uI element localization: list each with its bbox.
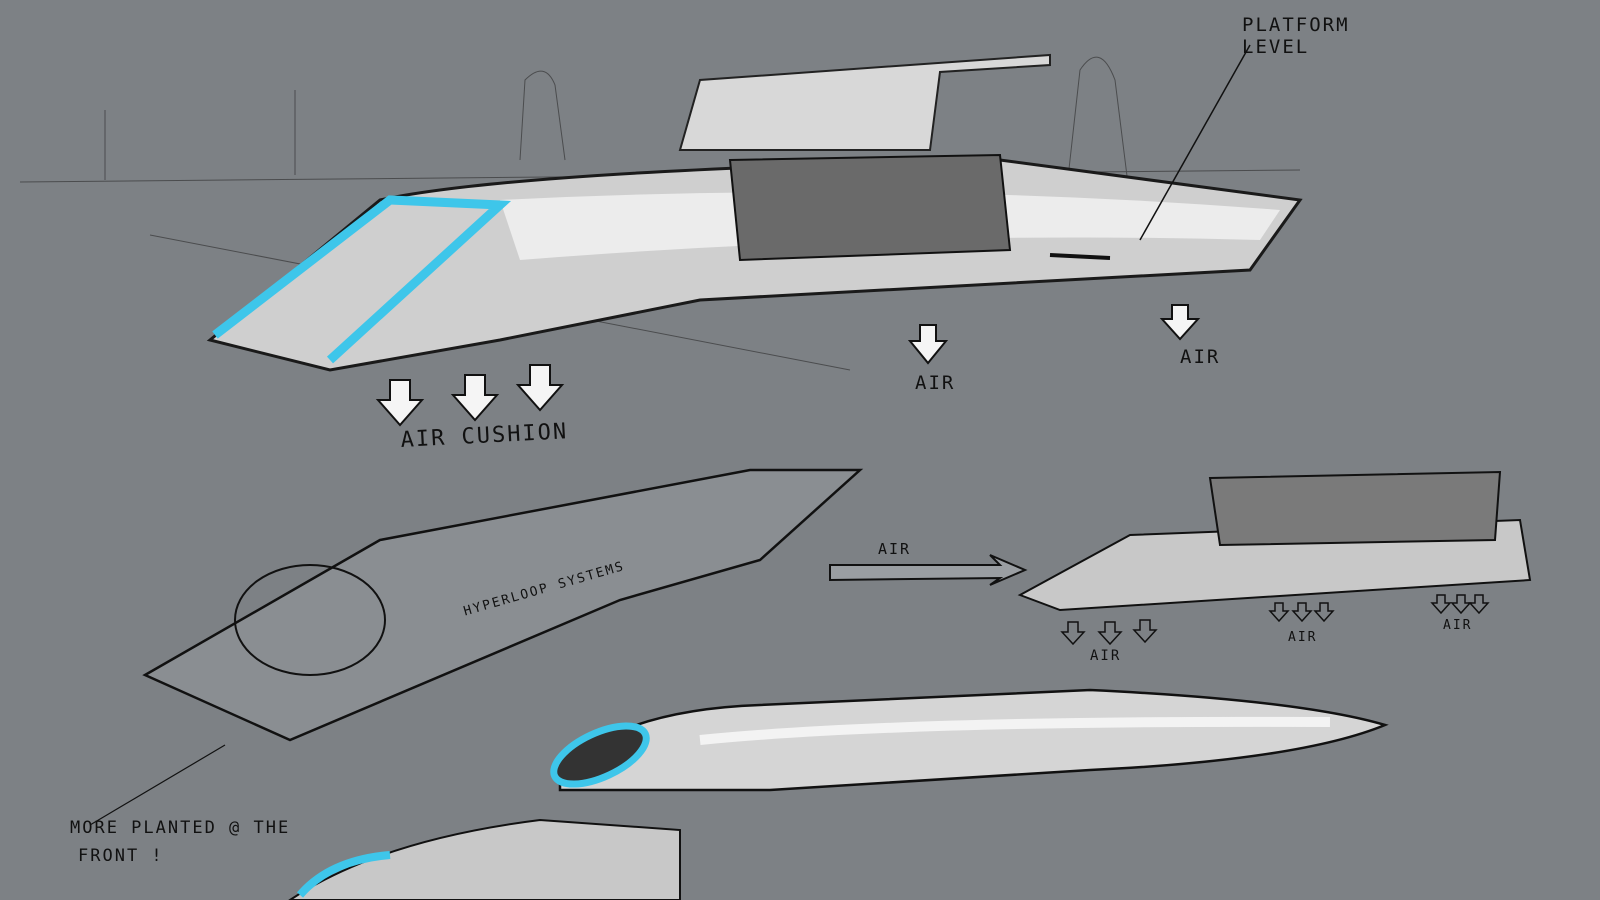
intake-ring <box>550 722 650 788</box>
down-arrow-icon <box>375 379 425 427</box>
front-intake-rim <box>212 195 512 364</box>
note-label-line2: FRONT ! <box>78 846 164 866</box>
down-arrow-icon <box>515 364 565 412</box>
air-arrows <box>375 304 1201 427</box>
side-pod-sketch <box>89 688 1389 900</box>
down-arrow-icon <box>1159 304 1201 341</box>
platform-level-marker <box>1049 253 1111 260</box>
down-arrow-icon <box>450 374 500 422</box>
air-label: AIR <box>915 372 956 394</box>
air-label: AIR <box>1288 630 1318 645</box>
open-canopy <box>678 53 1051 151</box>
note-label: MORE PLANTED @ THE <box>70 818 291 838</box>
middle-pod-sketch <box>142 468 1028 742</box>
down-arrow-icon <box>907 324 949 365</box>
small-pod-sketch <box>1017 470 1532 612</box>
air-flow-arrow <box>829 554 1028 586</box>
main-pod-sketch <box>206 44 1303 372</box>
air-label: AIR <box>1090 648 1122 664</box>
small-air-arrows <box>1060 594 1490 646</box>
air-label: AIR <box>1180 346 1221 368</box>
air-label: AIR <box>1443 618 1473 633</box>
platform-level-label: PLATFORM LEVEL <box>1242 14 1372 58</box>
air-flow-label: AIR <box>878 540 912 558</box>
label-text: PLATFORM LEVEL <box>1242 14 1350 58</box>
passenger-cabin <box>728 153 1012 262</box>
